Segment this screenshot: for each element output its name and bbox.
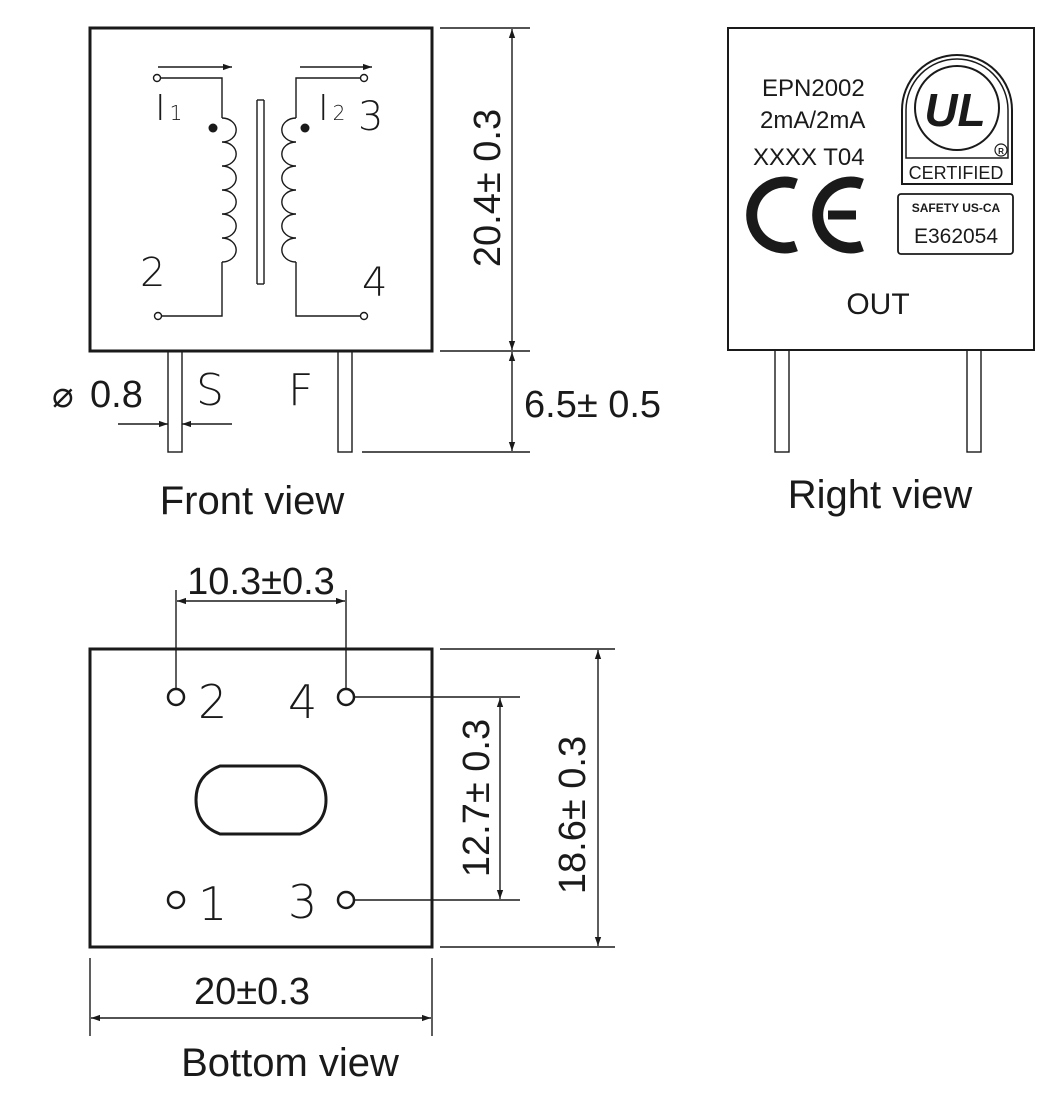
front-pin-3-label: 3 (358, 94, 383, 140)
finish-label: F (288, 365, 313, 416)
lead-diameter-dim: 0.8 (90, 374, 143, 416)
bottom-pin-1-label: 1 (198, 877, 227, 931)
ul-certified-mark-icon: UL R CERTIFIED SAFETY US-CA E362054 (897, 54, 1014, 255)
start-label: S (196, 365, 224, 416)
bottom-pin-4 (336, 687, 356, 707)
ul-safety-text: SAFETY US-CA (912, 201, 1001, 215)
bottom-body (88, 647, 434, 949)
out-label: OUT (846, 288, 909, 321)
bottom-pin-3 (336, 890, 356, 910)
bottom-pin-4-label: 4 (288, 675, 317, 729)
ul-file-number: E362054 (914, 225, 998, 248)
secondary-dot (300, 123, 310, 133)
ul-certified-text: CERTIFIED (909, 163, 1004, 183)
right-lead-right (966, 349, 982, 453)
lead-length-dim: 6.5± 0.5 (524, 384, 661, 426)
bottom-pin-2 (166, 687, 186, 707)
primary-winding (152, 73, 237, 321)
right-view-caption: Right view (788, 473, 973, 517)
bottom-pin-2-label: 2 (198, 675, 227, 729)
transformer-core (256, 99, 265, 285)
front-lead-left (167, 350, 183, 453)
front-view-caption: Front view (160, 479, 345, 523)
ul-registered: R (998, 147, 1004, 156)
pin-pitch-dim: 10.3±0.3 (187, 561, 335, 603)
pin-row-spacing-dim: 12.7± 0.3 (456, 719, 498, 877)
front-pin-2-label: 2 (140, 250, 165, 296)
marking-line-1: EPN2002 (762, 75, 865, 102)
bottom-pin-3-label: 3 (288, 875, 317, 929)
ul-letters: UL (924, 84, 985, 136)
lead-diameter-symbol: ⌀ (52, 375, 74, 416)
front-pin-4-label: 4 (362, 260, 387, 306)
bottom-pin-1 (166, 890, 186, 910)
ce-mark-icon (746, 176, 864, 254)
front-lead-right (337, 350, 353, 453)
secondary-winding (281, 73, 369, 321)
right-lead-left (774, 349, 790, 453)
marking-line-3: XXXX T04 (753, 144, 865, 171)
body-width-dim: 20±0.3 (194, 971, 310, 1013)
primary-dot (208, 123, 218, 133)
center-hole (194, 764, 328, 836)
bottom-view-caption: Bottom view (181, 1041, 399, 1085)
right-body (727, 27, 1035, 351)
bottom-view: 2 4 1 3 10.3±0.3 20±0.3 12.7± 0.3 18.6± … (88, 561, 615, 1085)
right-view: EPN2002 2mA/2mA XXXX T04 UL R CERTIFIED … (727, 27, 1035, 517)
front-body (88, 26, 434, 353)
marking-line-2: 2mA/2mA (760, 107, 865, 134)
body-depth-dim: 18.6± 0.3 (552, 736, 594, 894)
body-height-dim: 20.4± 0.3 (467, 109, 509, 267)
